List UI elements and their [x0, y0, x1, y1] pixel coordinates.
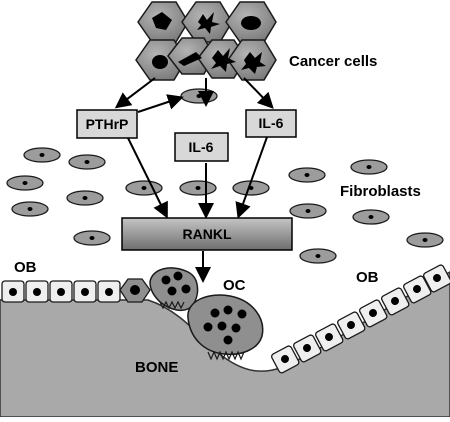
osteoclast-large: [187, 294, 264, 361]
cancer-cell-nuclei: [152, 12, 266, 74]
osteoblast-row-right: [271, 264, 450, 374]
fibroblast: [11, 201, 49, 217]
arrow-pthrp-to-rankl: [127, 137, 168, 219]
osteoblast: [49, 280, 73, 303]
osteoblast: [315, 323, 344, 352]
fibroblast: [289, 203, 327, 219]
osteoblast: [403, 275, 432, 304]
pthrp-box: PTHrP: [76, 109, 138, 139]
fibroblast: [180, 88, 218, 104]
fibroblast: [350, 159, 388, 175]
fibroblast: [299, 248, 337, 264]
osteoblast: [271, 345, 300, 374]
osteoblast: [293, 334, 322, 363]
fibroblast: [125, 180, 163, 196]
fibroblast: [73, 230, 111, 246]
osteoblast: [97, 280, 121, 303]
ob-left-label: OB: [14, 259, 37, 276]
il6-center-box: IL-6: [174, 132, 229, 162]
fibroblast: [352, 209, 390, 225]
cancer-cells-label: Cancer cells: [289, 53, 377, 70]
bone-label: BONE: [135, 359, 178, 376]
rankl-box: RANKL: [121, 217, 293, 251]
osteoblast-row-left: [1, 278, 151, 303]
il6-right-label: IL-6: [259, 115, 284, 131]
osteoblast: [423, 264, 450, 293]
pthrp-label: PTHrP: [86, 116, 129, 132]
fibroblast: [66, 190, 104, 206]
fibroblast: [6, 175, 44, 191]
osteoblast: [25, 280, 49, 303]
fibroblast: [406, 232, 444, 248]
arrow-pthrp-to-fibroblast: [137, 94, 184, 113]
signal-arrows: [114, 77, 274, 283]
ob-right-label: OB: [356, 269, 379, 286]
fibroblast: [23, 147, 61, 163]
arrow-cancer-to-il6-right: [243, 77, 274, 109]
osteoclast-precursor: [119, 278, 151, 303]
osteoblast: [73, 280, 97, 303]
osteoblast: [1, 280, 25, 303]
fibroblasts-label: Fibroblasts: [340, 183, 421, 200]
oc-label: OC: [223, 277, 246, 294]
arrow-cancer-to-pthrp: [114, 77, 156, 109]
fibroblast: [288, 167, 326, 183]
osteoblast: [337, 311, 366, 340]
osteoblast: [359, 299, 388, 328]
rankl-label: RANKL: [183, 226, 232, 242]
fibroblast: [68, 154, 106, 170]
osteoblast: [381, 287, 410, 316]
arrow-il6-right-to-rankl: [235, 136, 268, 219]
fibroblast: [179, 180, 217, 196]
il6-right-box: IL-6: [245, 109, 297, 138]
il6-center-label: IL-6: [189, 139, 214, 155]
